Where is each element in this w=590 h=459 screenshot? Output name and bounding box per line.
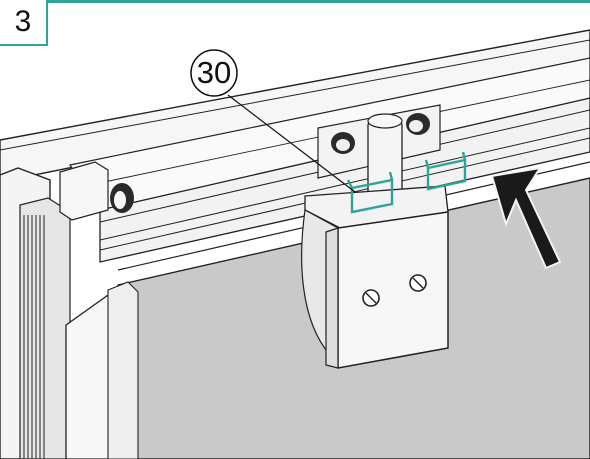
profile-ribs [23, 215, 45, 459]
clip-highlight [114, 191, 126, 209]
hinge-plate-edge [325, 227, 339, 369]
screw-slot [336, 139, 350, 151]
part-30-clip-left [346, 171, 394, 214]
part-30-clip-right [424, 151, 467, 191]
screw-cross [365, 292, 377, 304]
callout-label-30: 30 [196, 55, 232, 90]
arrow-push-icon [490, 166, 562, 270]
hinge-plate [337, 211, 449, 369]
hinge-post [367, 117, 403, 199]
callout-leader [227, 94, 356, 193]
door-strip-edge [107, 281, 139, 459]
step-number: 3 [0, 0, 48, 46]
rail-line [0, 39, 590, 151]
screw-slot [409, 120, 423, 132]
hinge-post-top [367, 113, 403, 129]
profile-cap [59, 161, 109, 221]
callout-circle [190, 49, 238, 97]
top-accent-bar [0, 0, 590, 3]
screw-cross [412, 277, 424, 289]
